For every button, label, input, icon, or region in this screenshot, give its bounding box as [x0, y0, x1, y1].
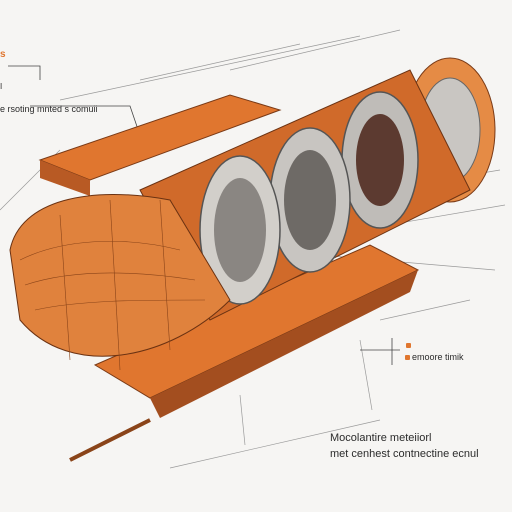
callout-mid-right-line2: emoore timik	[405, 352, 464, 362]
callout-top-left-line3: e rsoting mnted s comuii	[0, 104, 98, 114]
callout-mid-right-text2: emoore timik	[412, 352, 464, 362]
cutaway-rings	[199, 91, 419, 305]
callout-top-left-header: s	[0, 49, 6, 60]
callout-mid-right-line1	[406, 342, 413, 349]
nose-panel-lines	[19, 199, 206, 371]
upper-wing-edge	[40, 160, 90, 196]
lower-wing-edge	[150, 270, 418, 418]
callout-bottom-right-line1: Mocolantire meteiiorl	[330, 432, 432, 444]
upper-wing-panel	[38, 94, 282, 181]
front-probe	[69, 418, 151, 462]
callout-bottom-right-line2: met cenhest contnectine ecnul	[330, 448, 479, 460]
orange-marker-icon	[405, 355, 410, 361]
nose-section	[9, 193, 231, 357]
orange-marker-icon	[406, 342, 411, 348]
callout-top-left-line1: I	[0, 82, 3, 91]
